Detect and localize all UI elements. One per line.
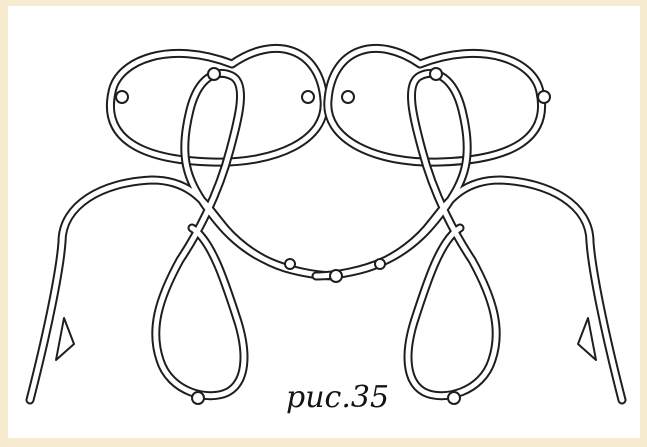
bead-marker xyxy=(448,392,460,404)
bead-marker xyxy=(375,259,385,269)
ornament-group xyxy=(30,48,622,404)
eight-right xyxy=(316,73,622,400)
bead-marker xyxy=(285,259,295,269)
bead-marker xyxy=(116,91,128,103)
arrowhead-right xyxy=(578,318,596,360)
figure-caption: рис.35 xyxy=(286,383,389,413)
ring-left xyxy=(110,48,324,162)
bead-marker xyxy=(302,91,314,103)
arrowhead-left xyxy=(56,318,74,360)
bead-marker xyxy=(330,270,342,282)
bead-marker xyxy=(192,392,204,404)
eight-left xyxy=(30,73,336,400)
bead-marker xyxy=(538,91,550,103)
bead-marker xyxy=(430,68,442,80)
ring-right xyxy=(328,48,542,162)
bead-marker xyxy=(208,68,220,80)
bead-marker xyxy=(342,91,354,103)
